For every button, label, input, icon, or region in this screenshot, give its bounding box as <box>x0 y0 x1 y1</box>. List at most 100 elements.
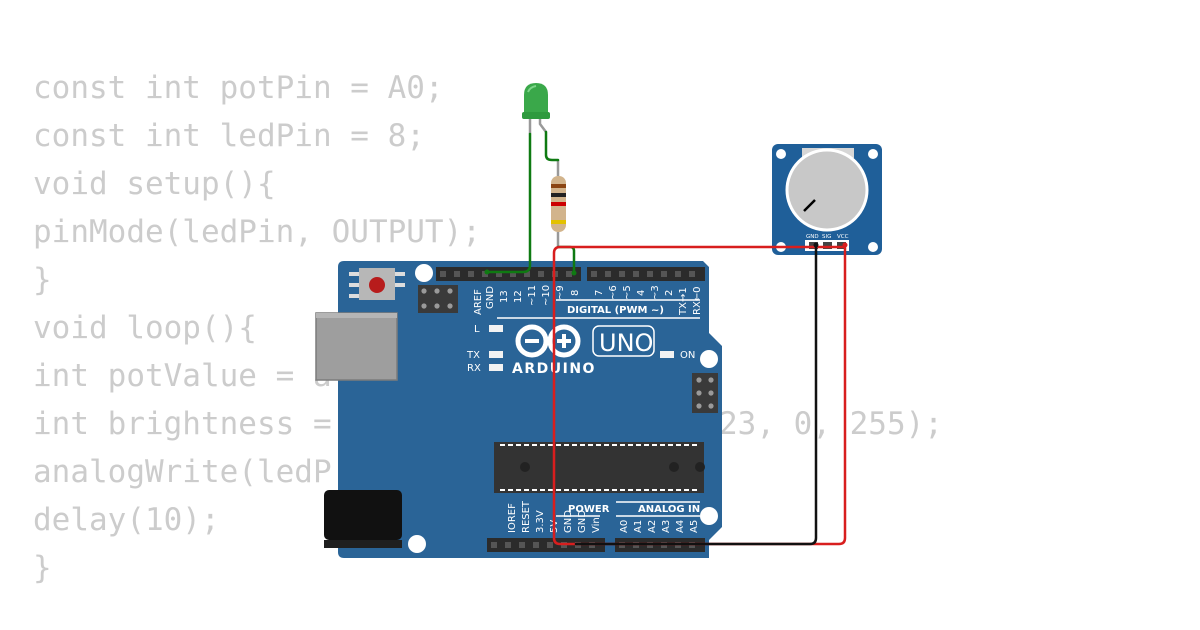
led-lead <box>538 118 547 133</box>
pin-label: A0 <box>619 520 630 533</box>
pin-label: AREF <box>473 289 484 315</box>
pin-label: 4 <box>636 290 647 296</box>
digital-header-left <box>436 267 581 281</box>
mounting-hole <box>868 149 878 159</box>
arduino-logo <box>515 324 581 358</box>
green-led[interactable] <box>522 83 550 134</box>
led-highlight <box>527 85 537 93</box>
dc-power-jack <box>324 490 402 548</box>
pin-label: A3 <box>661 520 672 533</box>
pin-label: 8 <box>570 290 581 296</box>
pin-label: 3.3V <box>535 510 546 533</box>
code-line: int potValue = a <box>33 358 332 394</box>
resistor-band <box>551 202 566 206</box>
code-line: void setup(){ <box>33 166 276 202</box>
wire-endpoint <box>842 242 848 248</box>
led-label-tx: TX <box>466 350 480 361</box>
led-l <box>489 325 503 332</box>
pin-label: ~5 <box>622 285 633 300</box>
code-line: const int potPin = A0; <box>33 70 444 106</box>
mounting-hole <box>868 242 878 252</box>
pin-label: IOREF <box>507 503 518 533</box>
code-line: } <box>33 550 52 586</box>
pin-label: ~9 <box>555 285 566 300</box>
pin-label: ~11 <box>527 285 538 306</box>
pin-label: A1 <box>633 520 644 533</box>
wire-endpoint <box>813 242 819 248</box>
code-line-overflow: 23, 0, 255); <box>719 406 943 442</box>
digital-header-right <box>587 267 705 281</box>
pot-pin-label: GND <box>806 234 819 240</box>
pot-pin <box>837 242 846 249</box>
pot-knob[interactable] <box>785 148 869 232</box>
pot-pin <box>809 242 818 249</box>
led-on <box>660 351 674 358</box>
code-line: delay(10); <box>33 502 220 538</box>
code-listing: const int potPin = A0; const int ledPin … <box>33 64 481 592</box>
pin-label: RESET <box>521 500 532 533</box>
pin-label: A2 <box>647 520 658 533</box>
pin-label: GND <box>485 286 496 309</box>
code-line: void loop(){ <box>33 310 257 346</box>
mounting-hole <box>700 350 718 368</box>
led-label-l: L <box>474 324 480 335</box>
led-body <box>524 83 548 116</box>
code-line: analogWrite(ledP <box>33 454 332 490</box>
resistor-band <box>551 184 566 188</box>
reset-button[interactable] <box>349 268 405 300</box>
pin-label: TX→1 <box>678 287 689 316</box>
icsp-header-right <box>692 373 718 413</box>
mounting-hole <box>700 507 718 525</box>
wire-green[interactable] <box>485 132 532 274</box>
resistor[interactable] <box>551 160 566 247</box>
arduino-uno-board[interactable]: AREF GND 13 12 ~11 ~10 ~9 8 7 ~6 ~5 4 ~3… <box>315 261 722 558</box>
wire-black[interactable] <box>574 243 818 546</box>
wire-green[interactable] <box>544 130 560 162</box>
mounting-hole <box>408 535 426 553</box>
power-label: POWER <box>568 504 610 515</box>
led-tx <box>489 351 503 358</box>
pin-label: A4 <box>675 520 686 533</box>
code-line: const int ledPin = 8; <box>33 118 425 154</box>
pin-label: GND <box>563 510 574 533</box>
analog-label: ANALOG IN <box>638 504 700 515</box>
pin-label: GND <box>577 510 588 533</box>
microcontroller-chip <box>494 442 705 493</box>
pin-label: A5 <box>689 520 700 533</box>
led-label-on: ON <box>680 350 695 361</box>
resistor-band <box>551 220 566 224</box>
led-rx <box>489 364 503 371</box>
pot-pin-label: SIG <box>822 234 831 240</box>
pin-label: 2 <box>664 290 675 296</box>
wires <box>485 130 847 546</box>
led-rim <box>522 112 550 119</box>
wire-red[interactable] <box>552 243 847 546</box>
pot-knob-indicator <box>803 199 816 212</box>
potentiometer-module[interactable]: GND SIG VCC <box>772 144 882 255</box>
model-badge <box>592 325 655 357</box>
icsp-header <box>418 285 458 313</box>
wire-endpoint <box>484 269 490 275</box>
code-line: int brightness = <box>33 406 351 442</box>
code-line: pinMode(ledPin, OUTPUT); <box>33 214 481 250</box>
mounting-hole <box>415 264 433 282</box>
pot-pin-label: VCC <box>837 234 849 240</box>
pin-label: 7 <box>594 290 605 296</box>
analog-pin-labels: A0 A1 A2 A3 A4 A5 <box>619 520 700 533</box>
pin-label: 12 <box>513 290 524 303</box>
pin-label: ~10 <box>541 285 552 306</box>
wire-endpoint <box>571 270 577 276</box>
pin-label: ~6 <box>608 285 619 300</box>
pin-label: Vin <box>591 517 602 533</box>
model-label: UNO <box>599 329 653 357</box>
usb-connector <box>315 312 398 381</box>
pin-label: ~3 <box>650 285 661 300</box>
code-line: } <box>33 262 52 298</box>
led-label-rx: RX <box>467 363 481 374</box>
mounting-hole <box>776 149 786 159</box>
resistor-band <box>551 193 566 197</box>
digital-label: DIGITAL (PWM ~) <box>567 305 664 316</box>
pot-pin <box>823 242 832 249</box>
pin-label: 13 <box>499 290 510 303</box>
